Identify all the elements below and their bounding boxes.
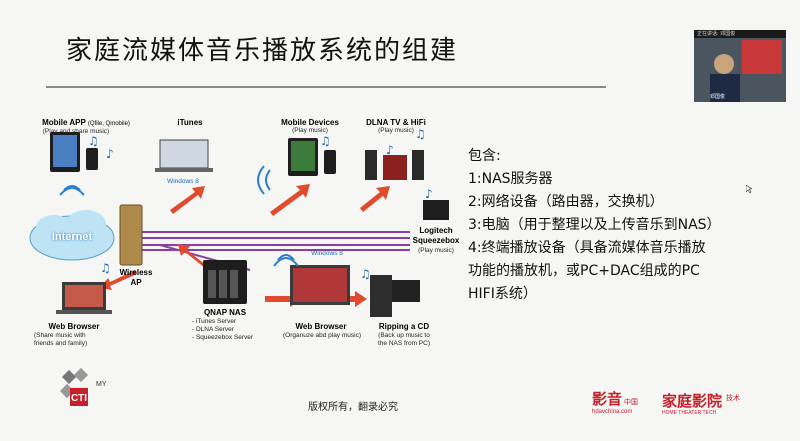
label-qnap-sub: - iTunes Server - DLNA Server - Squeezeb… bbox=[192, 318, 254, 341]
svg-text:♪: ♪ bbox=[425, 187, 433, 201]
label-web-browser-mid: Web Browser bbox=[295, 322, 347, 331]
speaker-video-thumbnail[interactable] bbox=[694, 30, 786, 102]
list-item: 功能的播放机，或PC+DAC组成的PC bbox=[468, 263, 700, 279]
partner-logos-mark: 影音 中国 hdavchina.com 家庭影院 技术 HOME THEATER… bbox=[592, 390, 740, 416]
label-ripping-sub: (Back up music to the NAS from PC) bbox=[377, 332, 430, 347]
svg-text:CTI: CTI bbox=[71, 393, 87, 404]
svg-text:影音: 影音 bbox=[592, 390, 622, 408]
svg-text:中国: 中国 bbox=[624, 397, 638, 406]
label-itunes: iTunes bbox=[177, 118, 203, 127]
label-wireless-ap: Wireless AP bbox=[119, 268, 153, 287]
phone-device bbox=[86, 148, 98, 170]
svg-text:♫: ♫ bbox=[88, 134, 99, 148]
label-ripping: Ripping a CD bbox=[378, 322, 430, 331]
title-underline bbox=[46, 86, 606, 88]
squeezebox-device bbox=[423, 200, 449, 220]
label-internet: Internet bbox=[51, 231, 93, 243]
label-web-browser-mid-sub: (Organuze abd play music) bbox=[282, 332, 362, 339]
list-item: 1:NAS服务器 bbox=[468, 171, 553, 187]
label-windows8-a: Windows 8 bbox=[167, 178, 199, 185]
label-web-browser-left: Web Browser bbox=[48, 322, 100, 331]
itunes-laptop bbox=[159, 139, 209, 169]
internet-cloud bbox=[29, 210, 115, 261]
svg-text:技术: 技术 bbox=[726, 393, 740, 402]
speaker-video-frame bbox=[694, 30, 786, 102]
wireless-ap-device bbox=[119, 204, 143, 266]
label-dlna-sub: (Play music) bbox=[378, 127, 414, 134]
component-list: 包含: 1:NAS服务器 2:网络设备（路由器，交换机） 3:电脑（用于整理以及… bbox=[468, 145, 768, 306]
network-diagram: ♫ ♪ ♫ ♪ ♫ ♪ ♫ ♫ Mobile APP (Qfile, Qmobi… bbox=[20, 100, 465, 400]
cti-logo-mark: CTI MY bbox=[59, 367, 107, 406]
svg-text:hdavchina.com: hdavchina.com bbox=[592, 409, 632, 415]
speaker-name: 邓国俊 bbox=[710, 94, 726, 100]
label-web-browser-left-sub: (Share music with friends and family) bbox=[34, 332, 88, 347]
active-speaker-bar: 正在讲话: 邓国俊 bbox=[694, 30, 786, 38]
list-item: 2:网络设备（路由器，交换机） bbox=[468, 194, 664, 210]
svg-text:♫: ♫ bbox=[360, 267, 371, 281]
label-mobile-devices-sub: (Play music) bbox=[292, 127, 328, 134]
svg-text:家庭影院: 家庭影院 bbox=[662, 392, 722, 410]
svg-text:♪: ♪ bbox=[106, 147, 114, 161]
list-item: 4:终端播放设备（具备流媒体音乐播放 bbox=[468, 240, 706, 256]
dlna-speakers bbox=[365, 150, 377, 180]
svg-text:MY: MY bbox=[96, 381, 107, 388]
ripping-pc bbox=[370, 275, 392, 317]
label-mobile-devices: Mobile Devices bbox=[281, 118, 339, 127]
slide-title: 家庭流媒体音乐播放系统的组建 bbox=[66, 36, 459, 66]
diagram-graphics: ♫ ♪ ♫ ♪ ♫ ♪ ♫ ♫ bbox=[29, 127, 449, 317]
label-mobile-app-sub: (Play and share music) bbox=[42, 128, 110, 135]
label-logitech: Logitech Squeezebox bbox=[412, 226, 460, 245]
label-dlna: DLNA TV & HiFi bbox=[366, 118, 426, 127]
svg-text:♫: ♫ bbox=[320, 134, 331, 148]
label-qnap: QNAP NAS bbox=[203, 308, 247, 317]
cti-logo: CTI MY bbox=[56, 366, 116, 416]
list-item: HIFI系统） bbox=[468, 286, 537, 302]
copyright-notice: 版权所有，翻录必究 bbox=[308, 402, 398, 413]
label-windows8-b: Windows 8 bbox=[311, 250, 343, 257]
label-mobile-app: Mobile APP (Qfile, Qmobile) bbox=[42, 118, 130, 127]
music-notes: ♫ ♪ ♫ ♪ ♫ ♪ ♫ ♫ bbox=[88, 127, 433, 281]
partner-logos: 影音 中国 hdavchina.com 家庭影院 技术 HOME THEATER… bbox=[590, 388, 770, 416]
mouse-cursor-icon bbox=[746, 185, 752, 193]
wifi-signals bbox=[59, 165, 299, 267]
list-item: 包含: bbox=[468, 148, 501, 164]
list-item: 3:电脑（用于整理以及上传音乐到NAS） bbox=[468, 217, 721, 233]
svg-text:♪: ♪ bbox=[386, 143, 394, 157]
svg-text:♫: ♫ bbox=[415, 127, 426, 141]
svg-text:HOME THEATER TECH: HOME THEATER TECH bbox=[662, 410, 717, 416]
label-logitech-sub: (Play music) bbox=[418, 247, 454, 254]
svg-text:♫: ♫ bbox=[100, 261, 111, 275]
